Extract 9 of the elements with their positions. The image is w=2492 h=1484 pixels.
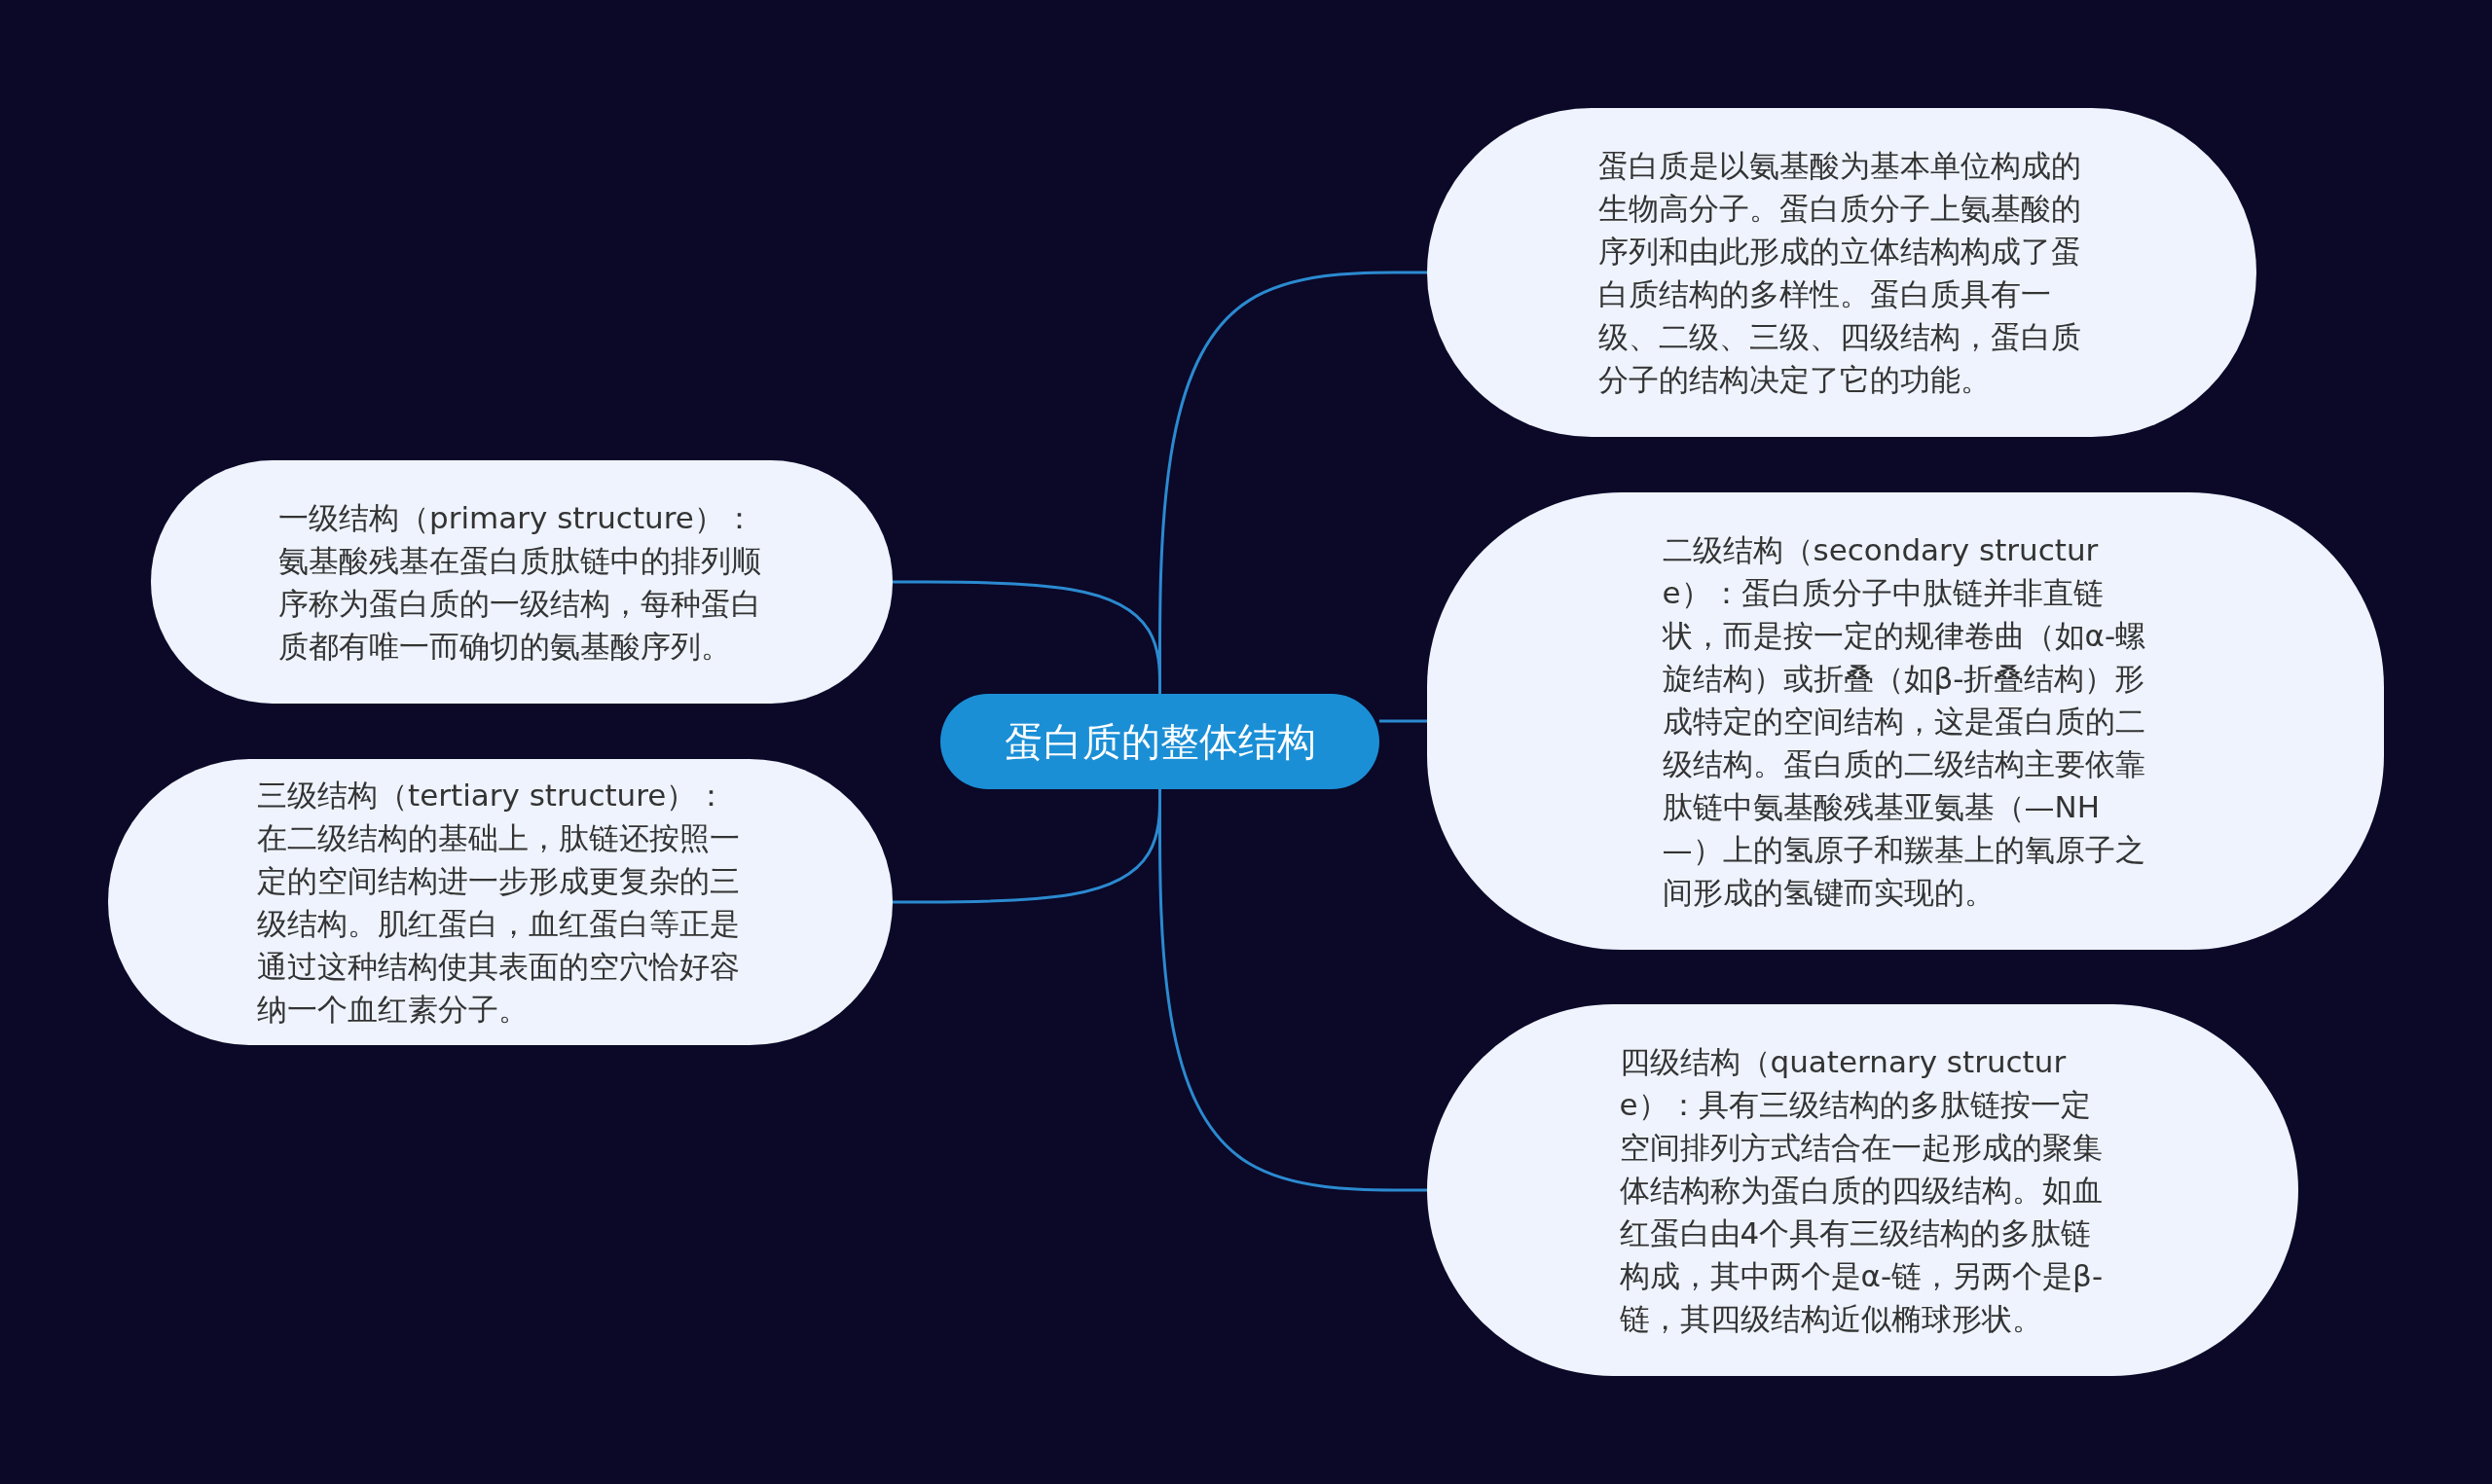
topic-text: 二级结构（secondary structure）：蛋白质分子中肽链并非直链状，而是按一定的规律卷曲（如α-螺旋结构）或折叠（如β-折叠结构）形成特定的空间结构，这是蛋白质的二级结构。蛋白质的二级结构主要依靠肽链中氨基酸残基亚氨基（—NH—）上的氢原子和羰基上的氧原子之间形成的氢键而实现的。 — [1662, 531, 2147, 912]
topic-text: 三级结构（tertiary structure）：在二级结构的基础上，肽链还按照一定的空间结构进一步形成更复杂的三级结构。肌红蛋白，血红蛋白等正是通过这种结构使其表面的空穴恰好容纳一个血红素分子。 — [257, 777, 741, 1029]
connector-line — [893, 789, 1161, 904]
topic-title: 蛋白质的整体结构 — [1004, 718, 1316, 766]
topic-text: 一级结构（primary structure）：氨基酸残基在蛋白质肽链中的排列顺序称为蛋白质的一级结构，每种蛋白质都有唯一而确切的氨基酸序列。 — [278, 499, 762, 666]
topic-text: 蛋白质是以氨基酸为基本单位构成的生物高分子。蛋白质分子上氨基酸的序列和由此形成的立体结构构成了蛋白质结构的多样性。蛋白质具有一级、二级、三级、四级结构，蛋白质分子的结构决定了它的功能。 — [1598, 147, 2082, 399]
connector-line — [1379, 719, 1427, 723]
connector-line — [893, 580, 1161, 694]
topic-text: 四级结构（quaternary structure）：具有三级结构的多肽链按一定空间排列方式结合在一起形成的聚集体结构称为蛋白质的四级结构。如血红蛋白由4个具有三级结构的多肽链构成，其中两个是α-链，另两个是β-链，其四级结构近似椭球形状。 — [1619, 1043, 2105, 1338]
